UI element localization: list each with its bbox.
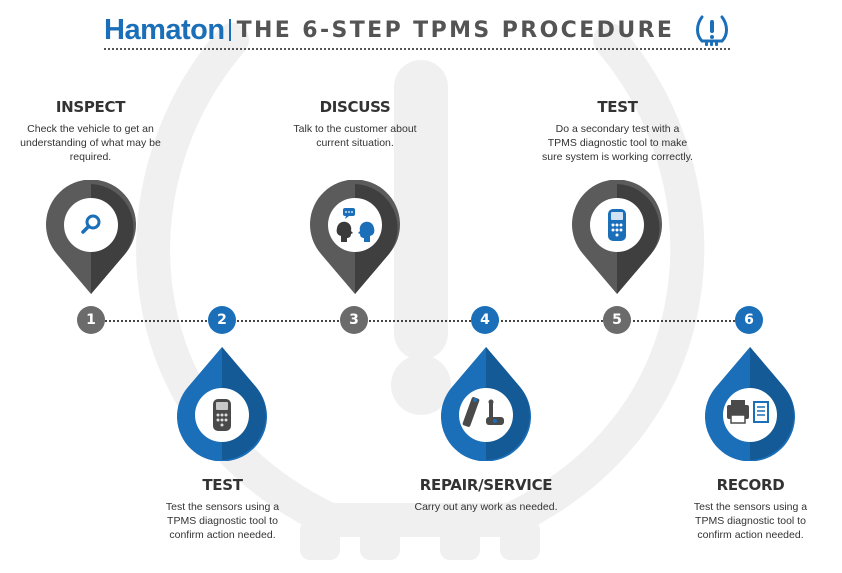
- step-3-text: DISCUSS Talk to the customer about curre…: [280, 98, 430, 150]
- step-2-title: TEST: [202, 476, 243, 494]
- conversation-icon: [336, 208, 375, 242]
- step-3-number: 3: [340, 306, 368, 334]
- step-3-pin: [310, 180, 400, 294]
- step-3-description: Talk to the customer about current situa…: [293, 123, 417, 149]
- step-1-number: 1: [77, 306, 105, 334]
- step-5-description: Do a secondary test with a TPMS diagnost…: [542, 123, 693, 163]
- header: Hamaton THE 6-STEP TPMS PROCEDURE: [104, 14, 674, 46]
- magnifier-icon: [81, 214, 101, 234]
- header-divider: [104, 48, 730, 50]
- page-title: THE 6-STEP TPMS PROCEDURE: [236, 17, 675, 43]
- diagnostic-tool-icon: [608, 209, 626, 241]
- diagnostic-tool-icon: [213, 399, 231, 431]
- step-4-description: Carry out any work as needed.: [414, 501, 558, 513]
- step-4-text: REPAIR/SERVICE Carry out any work as nee…: [406, 476, 566, 514]
- step-2-number: 2: [208, 306, 236, 334]
- step-2-description: Test the sensors using a TPMS diagnostic…: [165, 501, 280, 541]
- step-5-text: TEST Do a secondary test with a TPMS dia…: [540, 98, 695, 164]
- step-4-number: 4: [471, 306, 499, 334]
- brand-logo: Hamaton: [104, 13, 225, 46]
- tpms-warning-icon: [696, 15, 728, 46]
- step-1-pin: [46, 180, 136, 294]
- step-3-title: DISCUSS: [319, 98, 391, 116]
- step-4-pin: [441, 347, 531, 461]
- step-2-pin: [177, 347, 267, 461]
- step-6-title: RECORD: [716, 476, 785, 494]
- step-6-description: Test the sensors using a TPMS diagnostic…: [693, 501, 808, 541]
- timeline-line: [90, 320, 750, 322]
- step-1-title: INSPECT: [55, 98, 126, 116]
- header-separator: [228, 19, 231, 41]
- step-4-title: REPAIR/SERVICE: [419, 476, 553, 494]
- step-6-number: 6: [735, 306, 763, 334]
- step-6-text: RECORD Test the sensors using a TPMS dia…: [688, 476, 813, 542]
- step-6-pin: [705, 347, 795, 461]
- printer-document-icon: [727, 400, 769, 424]
- step-5-pin: [572, 180, 662, 294]
- step-5-title: TEST: [597, 98, 638, 116]
- step-5-number: 5: [603, 306, 631, 334]
- sensor-repair-icon: [462, 397, 504, 427]
- step-1-text: INSPECT Check the vehicle to get an unde…: [18, 98, 163, 164]
- step-1-description: Check the vehicle to get an understandin…: [20, 123, 161, 163]
- step-2-text: TEST Test the sensors using a TPMS diagn…: [160, 476, 285, 542]
